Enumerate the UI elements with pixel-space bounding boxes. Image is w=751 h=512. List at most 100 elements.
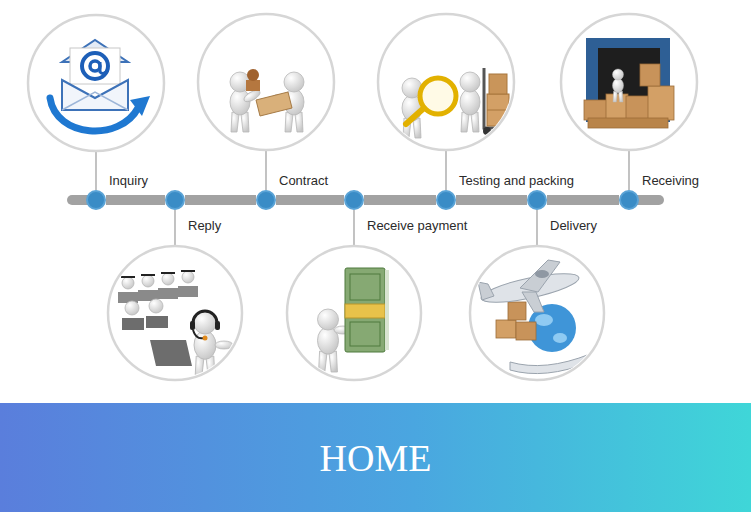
delivery-icon [508, 302, 526, 320]
step-label: Testing and packing [459, 173, 574, 189]
testing-icon [487, 110, 509, 111]
envelope-icon [70, 48, 120, 84]
container-icon [584, 64, 674, 128]
picture-circle [287, 246, 421, 380]
money-icon [350, 322, 380, 346]
leader-line [445, 151, 446, 190]
call-centre-icon [149, 299, 163, 313]
step-label: Receive payment [367, 218, 467, 234]
step-label: Inquiry [109, 173, 148, 189]
timeline-segment [106, 195, 165, 205]
timeline-segment [547, 195, 619, 205]
call-centre-icon [142, 275, 154, 287]
call-centre-icon [125, 299, 163, 315]
call-centre-icon [194, 312, 216, 378]
timeline-end [637, 195, 659, 205]
delivery-icon [478, 282, 494, 300]
picture-circle [198, 14, 334, 150]
envelope-icon [100, 62, 108, 73]
leader-line [174, 210, 175, 245]
container-icon [613, 69, 624, 102]
delivery-icon [535, 314, 553, 326]
leader-line [628, 151, 629, 190]
envelope-icon [50, 40, 150, 131]
delivery-icon [510, 354, 590, 374]
money-icon [350, 274, 380, 300]
timeline-segment [456, 195, 527, 205]
delivery-icon [535, 270, 549, 278]
call-centre-icon [122, 277, 134, 289]
money-icon [318, 309, 339, 372]
money-icon [345, 304, 385, 318]
picture-circle [28, 14, 697, 380]
leader-line [536, 210, 537, 245]
timeline-end [72, 200, 659, 201]
envelope-icon [62, 92, 128, 110]
picture-circle [561, 14, 697, 150]
step-label: Receiving [642, 173, 699, 189]
call-centre-icon [181, 270, 195, 272]
call-centre-icon [146, 316, 168, 328]
container-icon [584, 100, 608, 120]
call-centre-icon [178, 286, 198, 297]
banner-title: HOME [320, 436, 432, 480]
picture-circle [378, 14, 514, 150]
timeline-segment [185, 195, 256, 205]
call-centre-icon [161, 272, 175, 274]
contract-icon [230, 69, 304, 132]
container-icon [584, 38, 674, 128]
call-centre-icon [141, 274, 155, 276]
delivery-icon [478, 260, 590, 374]
call-centre-icon [193, 311, 217, 323]
envelope-icon [50, 98, 138, 131]
step-dot: Testing and packing [436, 190, 456, 210]
step-label: Delivery [550, 218, 597, 234]
timeline-segment [276, 195, 344, 205]
step-label: Reply [188, 218, 221, 234]
contract-icon [246, 80, 260, 91]
call-centre-icon [162, 273, 174, 285]
delivery-icon [553, 333, 567, 343]
picture-circle [470, 246, 604, 380]
call-centre-icon [118, 270, 233, 378]
picture-circle [28, 15, 164, 151]
call-centre-icon [125, 301, 139, 315]
leader-line [96, 151, 629, 245]
leader-line [265, 151, 266, 190]
picture-circle [108, 246, 242, 380]
call-centre-icon [158, 288, 178, 299]
timeline-segment [364, 195, 436, 205]
envelope-icon [62, 80, 128, 110]
leader-line [353, 210, 354, 245]
call-centre-icon [182, 271, 194, 283]
container-icon [588, 118, 668, 128]
testing-icon [489, 74, 507, 94]
call-centre-icon [121, 270, 195, 278]
testing-icon [402, 68, 509, 138]
call-centre-icon [190, 321, 195, 330]
step-dot: Receiving [619, 190, 639, 210]
testing-icon [487, 94, 509, 126]
leader-line [95, 152, 96, 190]
delivery-icon [496, 320, 516, 338]
money-icon [345, 268, 385, 352]
envelope-icon [82, 53, 108, 79]
delivery-icon [516, 322, 536, 340]
call-centre-icon [215, 321, 220, 330]
testing-icon [406, 108, 424, 124]
call-centre-icon [203, 336, 208, 341]
step-dot: Inquiry [86, 190, 106, 210]
testing-icon [402, 78, 422, 138]
testing-icon [483, 127, 491, 135]
call-centre-icon [122, 316, 168, 330]
testing-icon [460, 72, 480, 132]
delivery-icon [520, 260, 560, 292]
contract-icon [247, 69, 259, 81]
step-dot: Contract [256, 190, 276, 210]
call-centre-icon [121, 276, 135, 278]
delivery-icon [496, 302, 536, 340]
step-dot: Delivery [527, 190, 547, 210]
delivery-icon [522, 292, 544, 312]
money-icon [318, 268, 390, 372]
